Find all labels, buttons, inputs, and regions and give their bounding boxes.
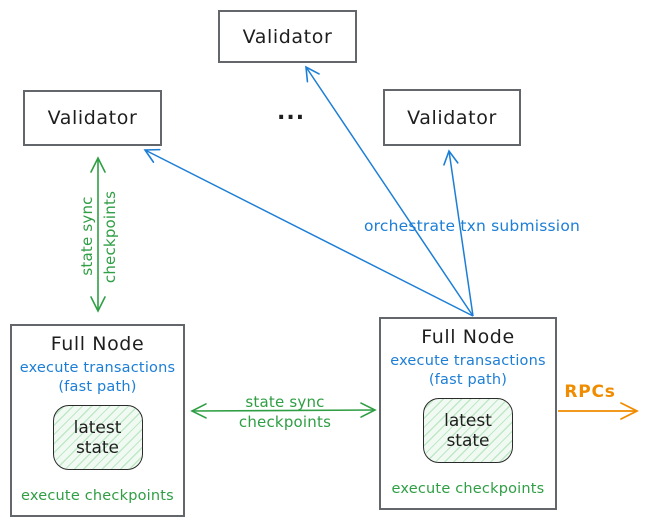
full-node-right-execute-checkpoints: execute checkpoints	[391, 481, 545, 497]
validator-box-top: Validator	[218, 10, 357, 63]
validator-top-label: Validator	[242, 25, 333, 48]
fast-path-text: (fast path)	[58, 379, 137, 396]
state-sync-horizontal-label-line1: state sync	[245, 393, 325, 411]
validators-ellipsis: ...	[277, 100, 306, 125]
state-sync-vertical-label-line1: state sync	[78, 196, 96, 276]
full-node-box-right: Full Node execute transactions (fast pat…	[379, 317, 557, 510]
full-node-left-execute-checkpoints: execute checkpoints	[21, 488, 174, 504]
execute-transactions-text: execute transactions	[19, 360, 176, 376]
state-sync-horizontal-label-line2: checkpoints	[238, 413, 332, 431]
fast-path-text: (fast path)	[428, 372, 508, 389]
full-node-left-execute-transactions: execute transactions (fast path)	[20, 359, 176, 397]
latest-state-line2: state	[446, 430, 490, 451]
validator-left-label: Validator	[47, 107, 138, 129]
latest-state-box-left: latest state	[52, 405, 143, 471]
rpcs-label: RPCs	[564, 382, 616, 402]
execute-transactions-text: execute transactions	[390, 353, 546, 369]
full-node-box-left: Full Node execute transactions (fast pat…	[10, 324, 185, 517]
latest-state-line1: latest	[73, 417, 122, 438]
full-node-left-title: Full Node	[50, 333, 145, 355]
full-node-right-title: Full Node	[421, 326, 515, 348]
validator-box-left: Validator	[23, 90, 162, 146]
orchestrate-txn-submission-label: orchestrate txn submission	[363, 217, 581, 235]
validator-right-label: Validator	[407, 106, 497, 129]
full-node-right-execute-transactions: execute transactions (fast path)	[390, 352, 546, 390]
validator-box-right: Validator	[383, 89, 521, 146]
latest-state-box-right: latest state	[423, 398, 513, 464]
latest-state-line2: state	[75, 437, 120, 458]
latest-state-line1: latest	[444, 410, 492, 431]
state-sync-vertical-label-line2: checkpoints	[101, 190, 119, 284]
